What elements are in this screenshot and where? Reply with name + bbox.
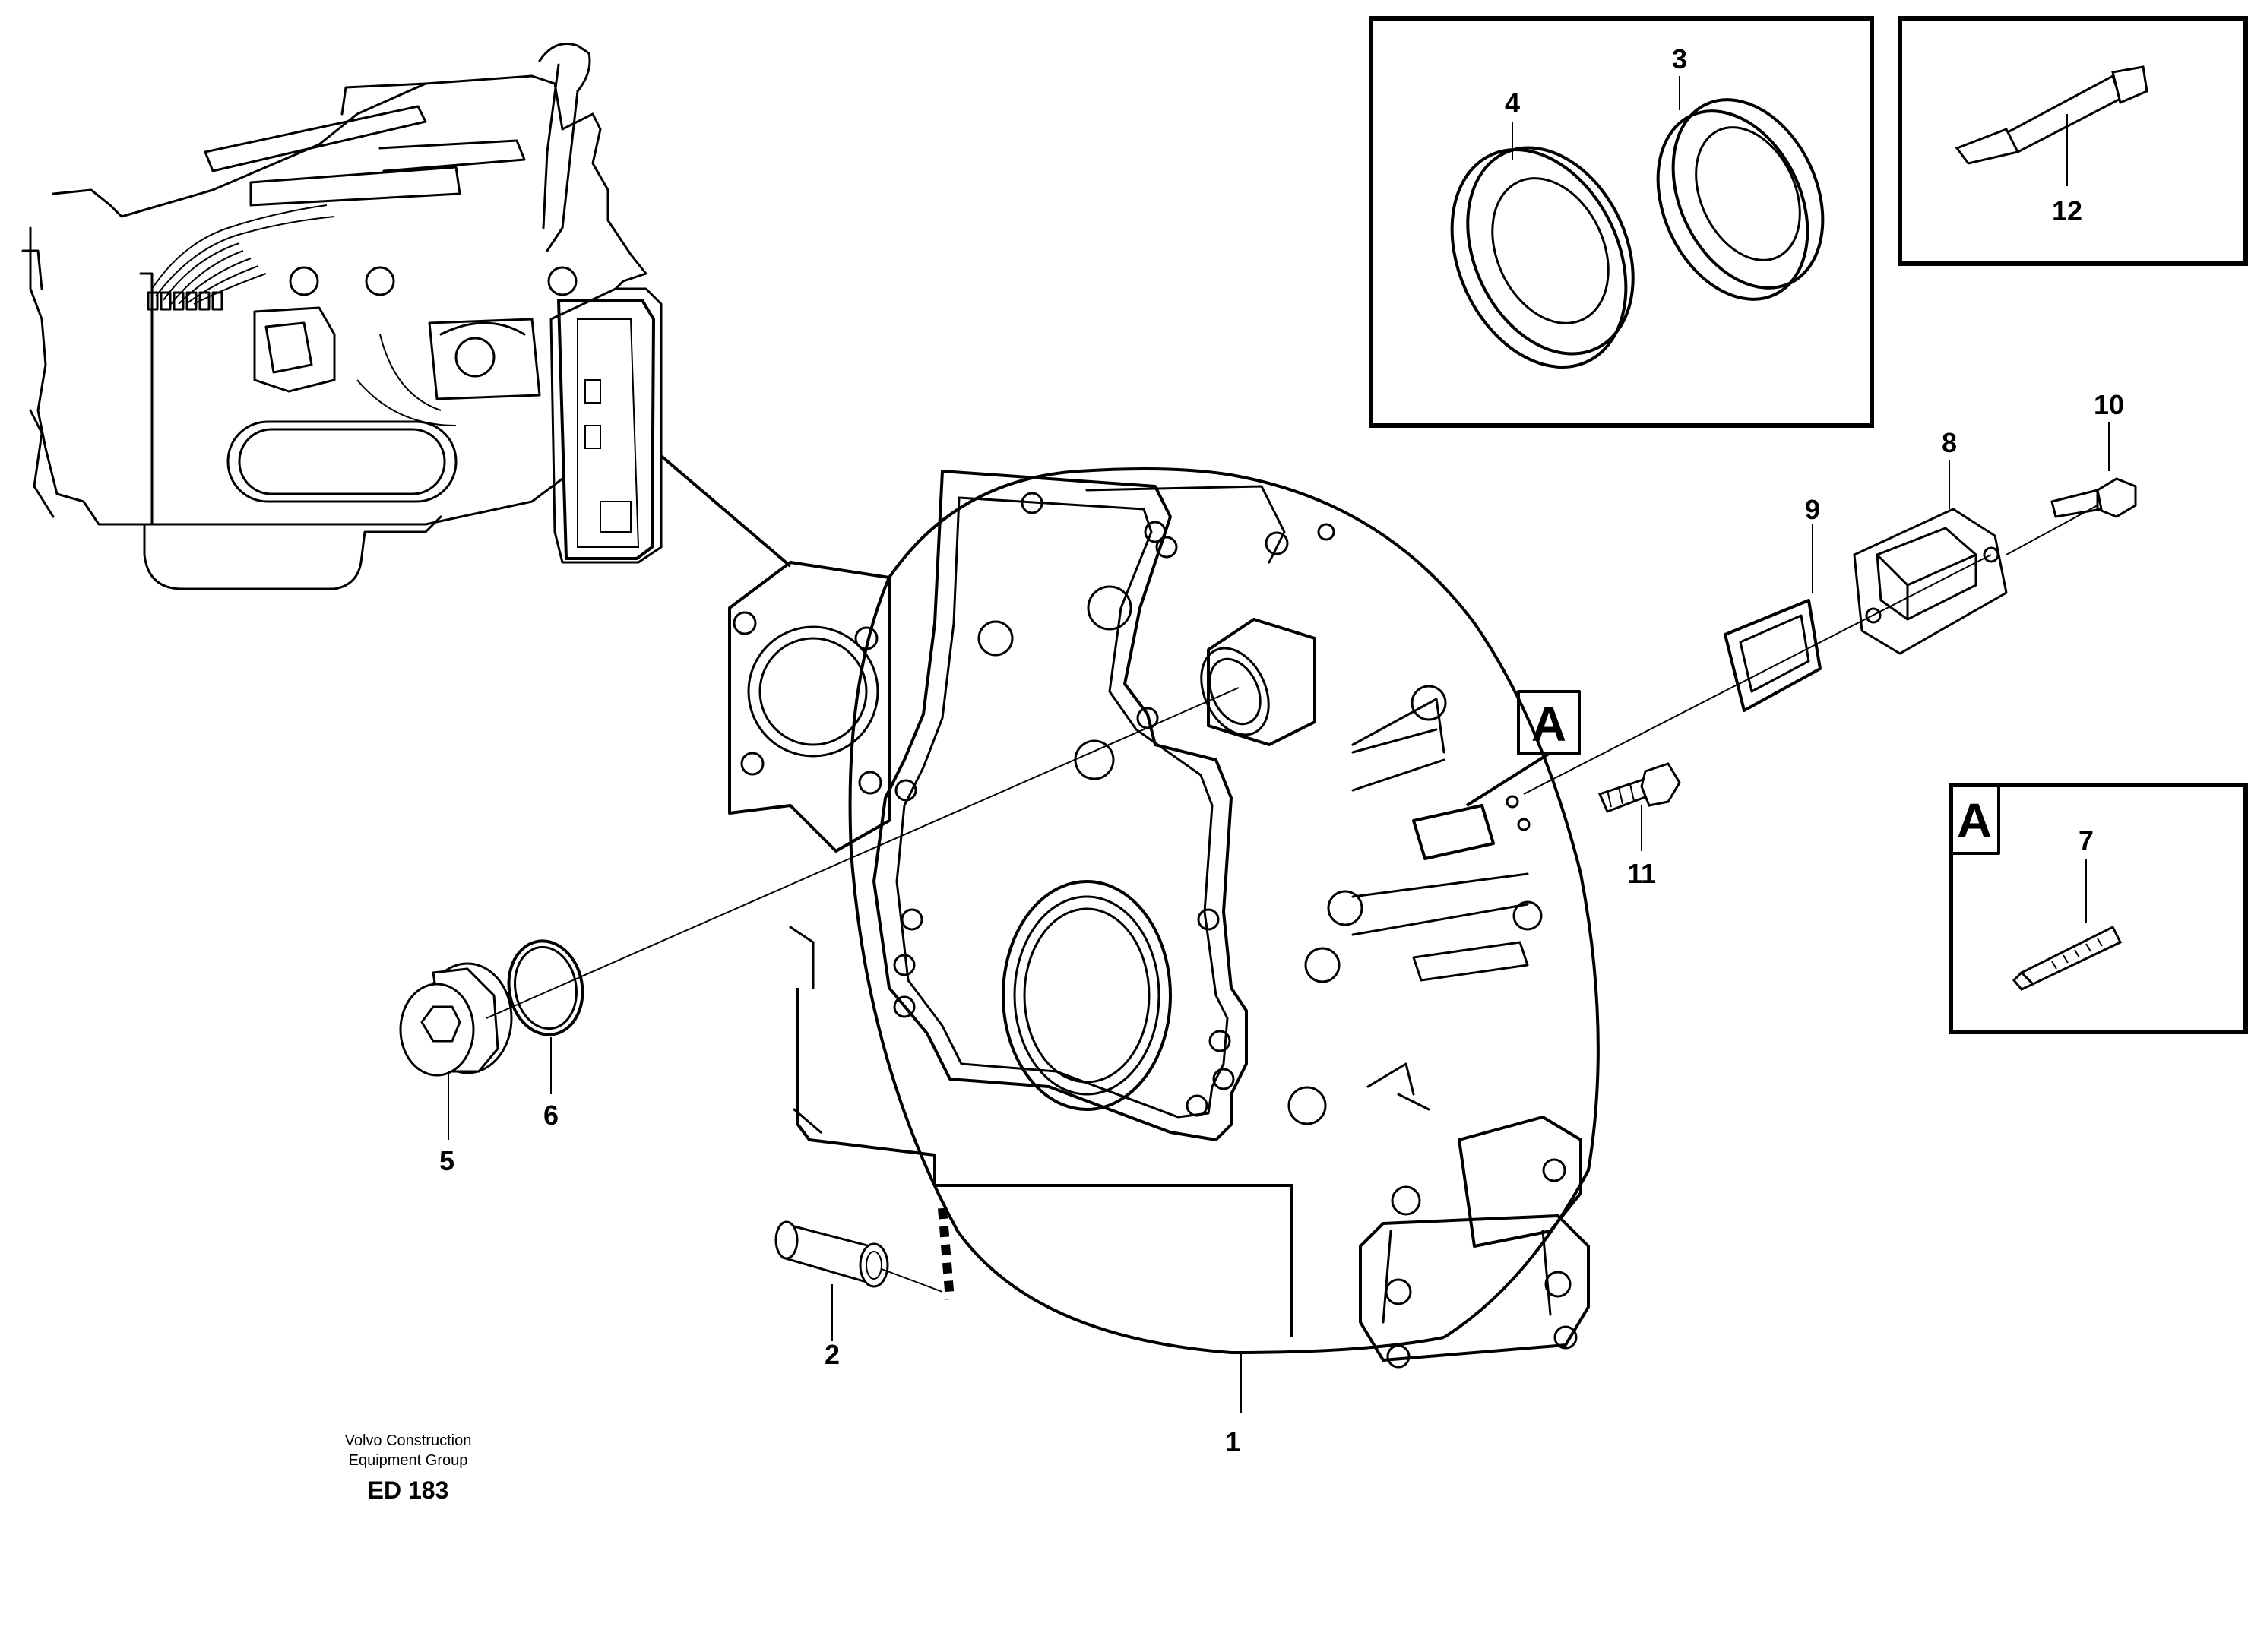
engine-overview-illustration — [21, 43, 792, 590]
leader-lines — [448, 422, 2110, 1413]
hex-bolt — [1597, 762, 1681, 813]
callout-10: 10 — [2094, 389, 2124, 420]
callout-5: 5 — [439, 1145, 454, 1176]
credit-line-1: Volvo Construction — [345, 1432, 472, 1449]
sealant-inset — [1898, 16, 2248, 266]
callout-6: 6 — [543, 1100, 559, 1131]
flange-bolt — [2050, 477, 2137, 518]
credit-block: Volvo Construction Equipment Group ED 18… — [345, 1432, 472, 1504]
callout-9: 9 — [1805, 494, 1820, 525]
credit-line-2: Equipment Group — [349, 1452, 468, 1469]
callout-12: 12 — [2052, 195, 2082, 226]
seal-inset — [1369, 16, 1874, 428]
dowel-sleeve — [774, 1220, 943, 1293]
callout-labels: 1 2 3 4 5 6 7 8 9 10 11 12 — [439, 43, 2124, 1457]
detail-a-marker — [1465, 690, 1581, 807]
callout-3: 3 — [1672, 43, 1687, 74]
detail-a-marker-label: A — [1531, 697, 1566, 752]
gasket — [1724, 599, 1822, 712]
flywheel-housing — [728, 467, 1600, 1369]
drawing-code: ED 183 — [368, 1476, 449, 1504]
callout-8: 8 — [1942, 427, 1957, 458]
callout-7: 7 — [2079, 824, 2094, 856]
callout-11: 11 — [1627, 858, 1656, 889]
callout-1: 1 — [1225, 1426, 1240, 1457]
cover-plate — [1853, 508, 2008, 655]
threaded-plug — [399, 962, 513, 1077]
detail-a-inset — [1949, 783, 2248, 1034]
o-ring — [507, 939, 584, 1036]
callout-2: 2 — [825, 1339, 840, 1370]
callout-4: 4 — [1505, 87, 1520, 119]
detail-a-inset-label: A — [1957, 793, 1992, 848]
